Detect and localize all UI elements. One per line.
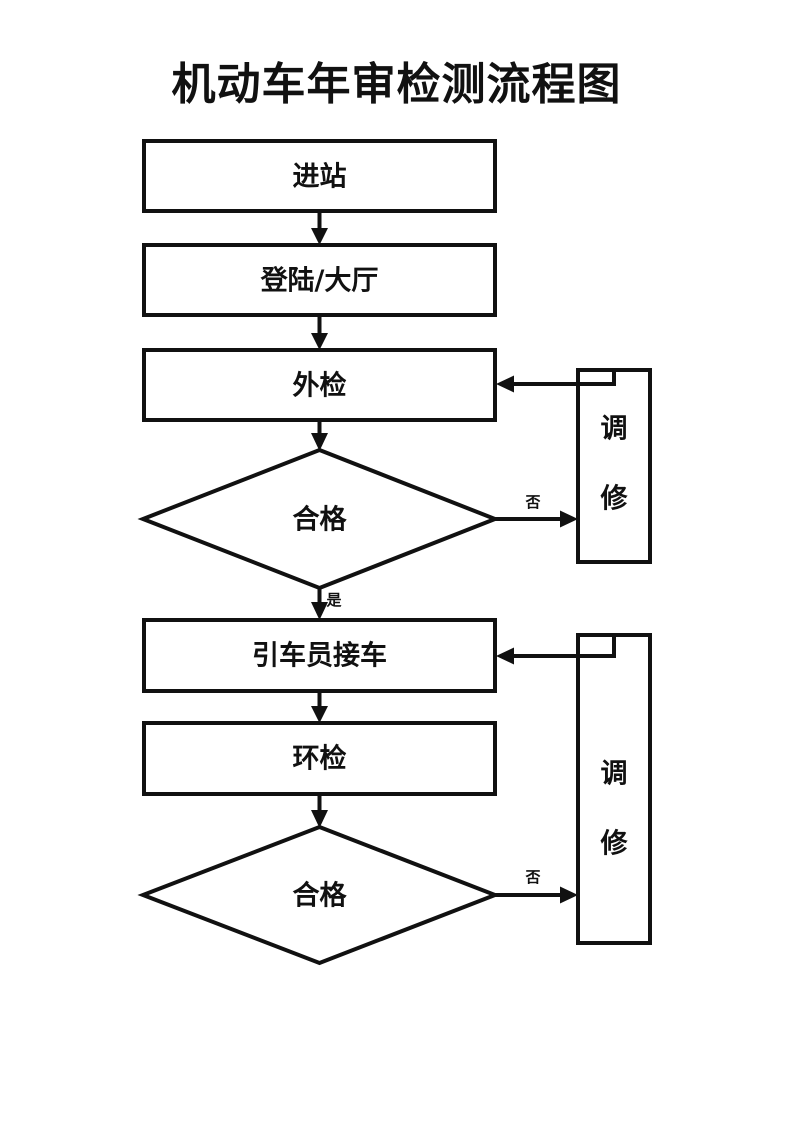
- decision-qualified-2-diamond: [137, 824, 501, 966]
- node-enter-station[interactable]: 进站: [142, 139, 497, 213]
- node-exterior-inspection-box: [142, 348, 497, 422]
- node-emission-inspection-box: [142, 721, 497, 796]
- connector-exterior-to-decision1: [311, 420, 328, 451]
- node-repair-1-label-char-1: 调: [601, 414, 628, 445]
- page-title: 机动车年审检测流程图: [171, 59, 622, 110]
- edge-label-no-1: 否: [524, 493, 540, 511]
- connector-driver-to-emission: [311, 691, 328, 723]
- connector-login-to-exterior: [311, 315, 328, 350]
- connector-enter-to-login: [311, 211, 328, 245]
- edge-label-yes-1: 是: [325, 591, 342, 609]
- node-repair-2[interactable]: 调 修: [576, 633, 652, 945]
- connector-decision2-to-repair2: 否: [495, 868, 578, 904]
- node-emission-inspection-label: 环检: [293, 743, 347, 775]
- arrow-head-down-icon: [311, 602, 328, 620]
- arrow-head-down-icon: [311, 706, 328, 723]
- node-repair-1-box: [576, 368, 652, 564]
- arrow-head-right-icon: [560, 886, 578, 904]
- decision-qualified-1-label: 合格: [293, 504, 348, 536]
- node-exterior-inspection[interactable]: 外检: [142, 348, 497, 422]
- node-repair-2-label-char-2: 修: [600, 829, 629, 860]
- connector-emission-to-decision2: [311, 794, 328, 828]
- decision-qualified-2-label: 合格: [293, 880, 348, 912]
- node-repair-1-label-char-2: 修: [600, 484, 629, 515]
- node-enter-station-label: 进站: [293, 162, 347, 193]
- connector-repair1-to-exterior: [496, 370, 616, 393]
- decision-qualified-1[interactable]: 合格: [137, 447, 501, 591]
- node-repair-2-label-char-1: 调: [601, 759, 628, 790]
- node-login-hall[interactable]: 登陆/大厅: [142, 243, 497, 317]
- node-driver-receives-car[interactable]: 引车员接车: [142, 618, 497, 693]
- connector-decision1-to-driver: 是: [311, 588, 342, 620]
- arrow-head-right-icon: [560, 510, 578, 528]
- arrow-head-down-icon: [311, 433, 328, 451]
- node-enter-station-box: [142, 139, 497, 213]
- arrow-head-down-icon: [311, 228, 328, 245]
- arrow-head-down-icon: [311, 810, 328, 828]
- node-repair-1[interactable]: 调 修: [576, 368, 652, 564]
- node-login-hall-label: 登陆/大厅: [260, 266, 379, 297]
- arrow-head-left-icon: [496, 647, 514, 665]
- node-emission-inspection[interactable]: 环检: [142, 721, 497, 796]
- connector-repair2-to-driver: [496, 635, 616, 665]
- arrow-head-down-icon: [311, 333, 328, 350]
- connector-decision1-to-repair1: 否: [495, 493, 578, 528]
- arrow-head-left-icon: [496, 375, 514, 393]
- node-driver-receives-car-label: 引车员接车: [252, 640, 387, 672]
- decision-qualified-2[interactable]: 合格: [137, 824, 501, 966]
- node-exterior-inspection-label: 外检: [293, 370, 347, 402]
- edge-label-no-2: 否: [524, 868, 540, 886]
